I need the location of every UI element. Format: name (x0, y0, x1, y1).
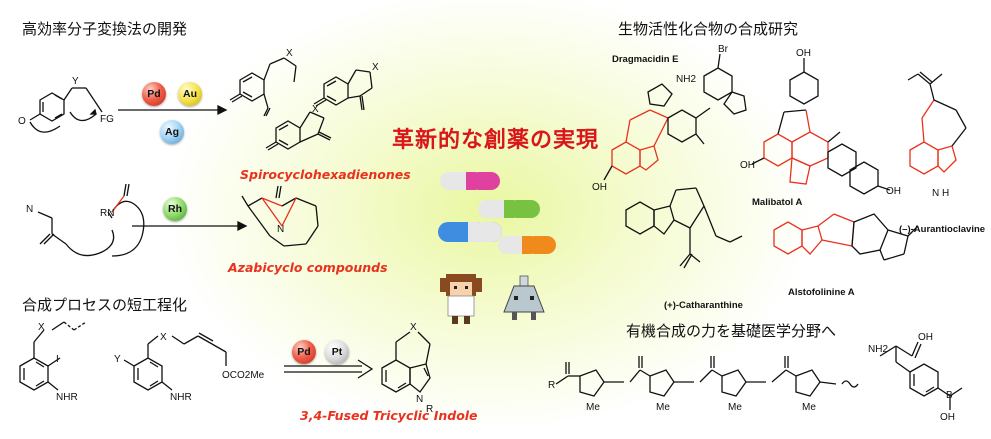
nhr-label-1: NHR (56, 392, 78, 403)
boron-oh-label: OH (940, 412, 955, 423)
boronophenylalanine-structure (879, 341, 963, 410)
me-label-3: Me (728, 402, 742, 413)
heading-basic-medicine: 有機合成の力を基礎医学分野へ (626, 322, 837, 340)
indole-n-label: N (416, 394, 423, 405)
x-label-6: X (410, 322, 417, 333)
phenoxide-structure (29, 87, 103, 133)
cooh-oh-label: OH (918, 332, 933, 343)
nh2-label: NH2 (676, 74, 696, 85)
catalyst-ag-ball: Ag (160, 120, 184, 144)
o-minus-label: O (18, 116, 26, 127)
x-label-2: X (372, 62, 379, 73)
me-label-2: Me (656, 402, 670, 413)
h2n-label: NH2 (868, 344, 888, 355)
capsules-illustration (438, 172, 556, 254)
diazo-ketone-structure (37, 183, 145, 257)
aurantio-nh-label: N H (932, 188, 949, 199)
x-label-1: X (286, 48, 293, 59)
oco2me-label: OCO2Me (222, 370, 265, 381)
dragmacidin-label: Dragmacidin E (612, 54, 679, 65)
aurantioclavine-structure (907, 71, 967, 175)
x-label-4: X (38, 322, 45, 333)
catalyst-pd2-ball: Pd (292, 340, 316, 364)
indole-r-label: R (426, 404, 433, 415)
catalyst-pt-ball: Pt (325, 340, 349, 364)
y-label-2: Y (114, 354, 121, 365)
heading-process-shortening: 合成プロセスの短工程化 (22, 296, 188, 314)
hollow-arrow (284, 359, 374, 379)
catalyst-au-ball: Au (178, 82, 202, 106)
i-label: I (56, 354, 59, 365)
flask-robot-illustration (503, 275, 545, 320)
oh-label-4: OH (592, 182, 607, 193)
boron-label: B (946, 390, 953, 401)
oh-label-3: OH (886, 186, 901, 197)
rn-label: RN (100, 208, 114, 219)
malibatol-label: Malibatol A (752, 197, 803, 208)
rn-bridge-label: N (277, 224, 284, 235)
x-label-3: X (312, 104, 319, 115)
catharanthine-label: (+)-Catharanthine (664, 300, 743, 311)
spiro-product-2 (313, 69, 373, 111)
malibatol-structure (751, 58, 891, 195)
indole-product-label: 3,4-Fused Tricyclic Indole (300, 408, 478, 423)
alstofolinine-structure (773, 213, 919, 261)
oh-label-2: OH (740, 160, 755, 171)
azabicyclo-product-label: Azabicyclo compounds (228, 260, 388, 275)
pixel-girl-illustration (440, 274, 482, 324)
catalyst-pd-ball: Pd (142, 82, 166, 106)
me-label-1: Me (586, 402, 600, 413)
aurantioclavine-label: (–)-Aurantioclavine (899, 224, 986, 235)
n2-label: N (26, 204, 33, 215)
alstofolinine-label: Alstofolinine A (788, 287, 855, 298)
spiro-product-label: Spirocyclohexadienones (240, 167, 411, 182)
fg-label: FG (100, 114, 114, 125)
tricyclic-indole-structure (381, 331, 431, 393)
heading-bioactive-synthesis: 生物活性化合物の合成研究 (618, 20, 799, 38)
spiro-product-1 (229, 57, 297, 117)
me-label-4: Me (802, 402, 816, 413)
polyamide-r-label: R (548, 380, 555, 391)
azabicyclo-structure (241, 185, 319, 247)
nhr-label-2: NHR (170, 392, 192, 403)
oh-label-1: OH (796, 48, 811, 59)
heading-efficient-transformations: 高効率分子変換法の開発 (22, 20, 188, 38)
propargyl-carbonate-structure (123, 332, 227, 391)
iodoaniline-structure (19, 321, 87, 391)
catharanthine-structure (625, 187, 743, 269)
spiro-product-3 (265, 111, 332, 151)
y-label: Y (72, 76, 79, 87)
center-title: 革新的な創薬の実現 (392, 127, 600, 153)
catalyst-rh-ball: Rh (163, 197, 187, 221)
br-label: Br (718, 44, 729, 55)
x-label-5: X (160, 332, 167, 343)
dragmacidin-structure (603, 53, 747, 181)
polyamide-structure (555, 356, 859, 397)
